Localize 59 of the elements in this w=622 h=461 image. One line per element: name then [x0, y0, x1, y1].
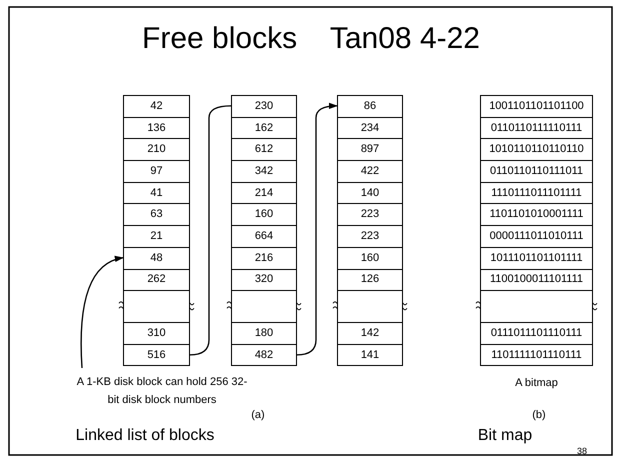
block-number: 342: [254, 166, 274, 177]
block-number: 136: [147, 122, 166, 134]
bitmap-bits: 0111011101110111: [490, 328, 582, 340]
block-number: 262: [147, 274, 166, 286]
block-number: 142: [360, 328, 380, 340]
block-number: 97: [150, 166, 163, 177]
bitmap-bits: 1010110110110110: [489, 144, 584, 156]
block-list: [337, 95, 403, 366]
block-number: 214: [254, 188, 274, 199]
arrow: [80, 256, 124, 368]
bitmap-bits: 1101111101110111: [491, 350, 582, 362]
block-number: 63: [150, 209, 163, 220]
block-number: 140: [360, 188, 380, 199]
block-number: 160: [360, 252, 380, 264]
connector-line: [190, 105, 232, 356]
block-list: [123, 95, 190, 366]
subtitle: Bit map: [478, 427, 532, 444]
block-number: 310: [147, 328, 166, 340]
block-number: 516: [147, 350, 166, 362]
bitmap-bits: 0110110110111011: [490, 166, 583, 177]
block-number: 216: [254, 252, 274, 264]
bitmap-bits: 1101101010001111: [490, 209, 584, 220]
block-number: 126: [360, 274, 380, 286]
slide-title: Free blocks Tan08 4-22: [142, 22, 480, 55]
bitmap-bits: 1011101101101111: [490, 252, 583, 264]
caption: A bitmap: [515, 377, 558, 389]
block-number: 210: [147, 144, 166, 156]
bitmap-bits: 1001101101101100: [489, 100, 584, 112]
block-number: 897: [360, 144, 380, 156]
block-number: 180: [254, 328, 274, 340]
block-number: 86: [364, 100, 376, 112]
arrow: [296, 102, 338, 356]
block-number: 234: [360, 122, 380, 134]
block-number: 160: [254, 209, 274, 220]
block-number: 223: [360, 230, 380, 242]
bitmap-bits: 0110110111110111: [490, 122, 582, 134]
block-number: 320: [254, 274, 274, 286]
bitmap-bits: 1110111011101111: [491, 188, 582, 199]
block-number: 230: [254, 100, 274, 112]
block-number: 664: [254, 230, 274, 242]
block-number: 42: [150, 100, 163, 112]
bitmap-bits: 0000111011010111: [490, 230, 584, 242]
panel-label: (a): [251, 409, 265, 421]
block-number: 223: [360, 209, 380, 220]
block-number: 21: [150, 230, 163, 242]
bitmap-column: [480, 95, 593, 366]
panel-label: (b): [532, 409, 546, 421]
block-list: [231, 95, 297, 366]
block-number: 612: [254, 144, 274, 156]
note-text: A 1-KB disk block can hold 256 32-bit disk block numbers: [76, 376, 248, 406]
block-number: 141: [360, 350, 380, 362]
block-number: 482: [254, 350, 274, 362]
subtitle: Linked list of blocks: [76, 427, 214, 444]
block-number: 422: [360, 166, 380, 177]
page-number: 38: [576, 446, 587, 456]
block-number: 48: [150, 252, 163, 264]
block-number: 162: [254, 122, 274, 134]
block-number: 41: [150, 188, 163, 199]
bitmap-bits: 1100100011101111: [490, 274, 583, 286]
